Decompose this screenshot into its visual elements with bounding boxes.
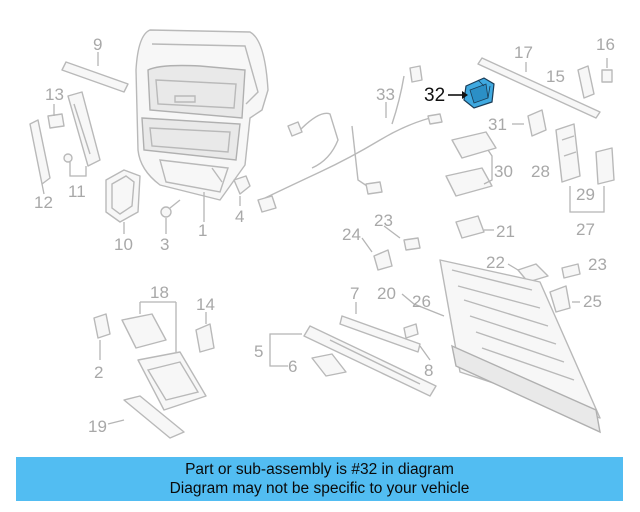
part-25-latch xyxy=(549,285,580,313)
callout-26: 26 xyxy=(412,292,431,311)
callout-33: 33 xyxy=(376,85,395,104)
part-10-cover xyxy=(105,169,141,234)
part-12-pillar-trim xyxy=(29,119,51,195)
parts-diagram: 9 13 12 11 10 3 1 4 33 17 16 15 32 31 30… xyxy=(29,29,615,439)
callout-11: 11 xyxy=(68,182,86,201)
callout-9: 9 xyxy=(93,35,102,54)
part-7-strip xyxy=(339,302,421,353)
part-32-highlighted xyxy=(463,77,495,109)
callout-32: 32 xyxy=(424,85,445,106)
callout-31: 31 xyxy=(488,115,507,134)
callout-22: 22 xyxy=(486,253,505,272)
callout-19: 19 xyxy=(88,417,107,436)
callout-2: 2 xyxy=(94,363,103,382)
part-30-switch-module xyxy=(445,131,497,197)
callout-labels: 9 13 12 11 10 3 1 4 33 17 16 15 32 31 30… xyxy=(34,35,615,436)
part-11-handle-trim xyxy=(63,91,101,177)
callout-6: 6 xyxy=(288,357,297,376)
part-28-bracket xyxy=(555,123,581,183)
callout-3: 3 xyxy=(160,235,169,254)
part-18-armrest xyxy=(121,301,207,411)
callout-16: 16 xyxy=(596,35,615,54)
banner-line-1: Part or sub-assembly is #32 in diagram xyxy=(185,461,454,478)
callout-8: 8 xyxy=(424,361,433,380)
part-19-mat xyxy=(107,395,185,439)
part-4-clip xyxy=(233,175,251,206)
part-8-clip xyxy=(403,323,431,361)
callout-12: 12 xyxy=(34,193,53,212)
callout-15: 15 xyxy=(546,67,565,86)
callout-7: 7 xyxy=(350,284,359,303)
part-1-door-panel xyxy=(135,29,269,222)
callout-4: 4 xyxy=(235,207,244,226)
part-24-bracket xyxy=(361,237,393,271)
callout-25: 25 xyxy=(583,292,602,311)
callout-13: 13 xyxy=(45,85,64,104)
part-23-clip xyxy=(383,225,421,251)
part-16-clip xyxy=(601,58,613,83)
callout-18: 18 xyxy=(150,283,169,302)
callout-23b: 23 xyxy=(588,255,607,274)
banner-line-2: Diagram may not be specific to your vehi… xyxy=(169,480,470,497)
callout-27: 27 xyxy=(576,220,595,239)
callout-20: 20 xyxy=(377,284,396,303)
part-14-trim xyxy=(195,312,215,353)
callout-21: 21 xyxy=(496,222,515,241)
part-17-strip xyxy=(477,57,601,119)
part-32-leader xyxy=(448,91,468,99)
part-26-sunshade xyxy=(401,259,601,434)
callout-23: 23 xyxy=(374,211,393,230)
callout-29: 29 xyxy=(576,185,595,204)
callout-5: 5 xyxy=(254,342,263,361)
part-21-lock xyxy=(455,215,494,239)
part-3-screw xyxy=(160,199,181,234)
callout-28: 28 xyxy=(531,162,550,181)
part-23b-clip xyxy=(561,263,581,279)
part-31-switch xyxy=(512,109,547,137)
part-5-sill xyxy=(269,325,437,397)
part-33-harness xyxy=(257,65,443,213)
callout-24: 24 xyxy=(342,225,361,244)
callout-10: 10 xyxy=(114,235,133,254)
callout-30: 30 xyxy=(494,162,513,181)
callout-14: 14 xyxy=(196,295,215,314)
info-banner: Part or sub-assembly is #32 in diagram D… xyxy=(16,457,623,501)
part-9-trim-strip xyxy=(61,52,129,93)
callout-17: 17 xyxy=(514,43,533,62)
part-13-clip xyxy=(47,104,65,129)
callout-1: 1 xyxy=(198,221,207,240)
part-6-clip xyxy=(311,353,347,377)
part-2-clip xyxy=(93,313,111,360)
part-29-latch xyxy=(569,147,615,213)
part-15-bracket xyxy=(577,65,595,99)
